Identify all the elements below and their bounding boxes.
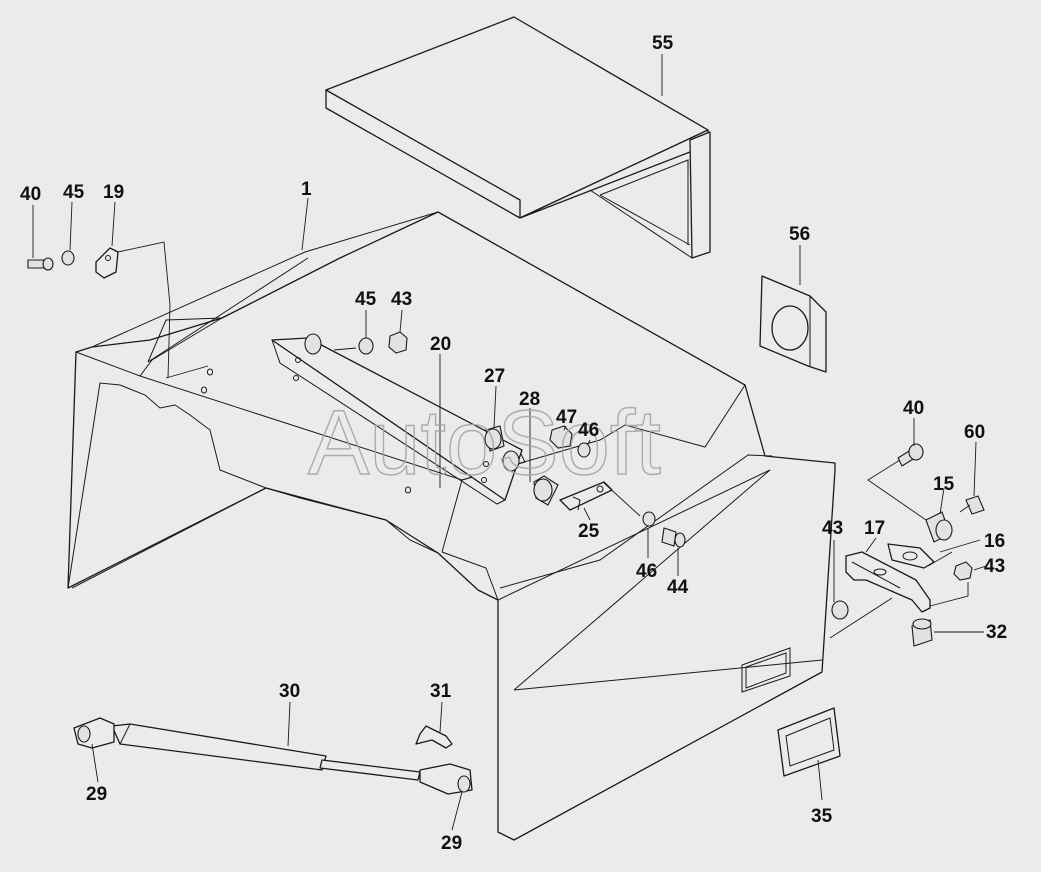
bumper-32 (911, 618, 933, 647)
strut-end-29-left (73, 717, 115, 749)
bushing-27 (484, 425, 505, 452)
callout-43-top: 43 (391, 289, 412, 310)
callout-46-upper: 46 (578, 420, 599, 441)
callout-15: 15 (933, 474, 955, 495)
callout-25: 25 (578, 521, 600, 542)
callout-40-right: 40 (903, 398, 924, 419)
leader-lines (32, 54, 987, 831)
callout-17: 17 (864, 518, 885, 539)
callout-29-left: 29 (86, 784, 107, 805)
callout-labels: 55 56 40 45 19 1 45 43 20 27 28 47 46 25… (20, 33, 1007, 854)
key-60 (965, 495, 985, 515)
callout-46-lower: 46 (636, 561, 657, 582)
callout-44: 44 (667, 577, 689, 598)
mesh-platform-part (325, 16, 711, 259)
callout-55: 55 (652, 33, 674, 54)
washer-46-upper (577, 442, 591, 458)
callout-31: 31 (430, 681, 452, 702)
callout-28: 28 (519, 389, 540, 410)
callout-1: 1 (301, 179, 312, 200)
callout-20: 20 (430, 334, 451, 355)
nut-43-right (953, 561, 973, 581)
callout-40-left: 40 (20, 184, 41, 205)
callout-43-left: 43 (822, 518, 843, 539)
callout-35: 35 (811, 806, 833, 827)
nut-43-top (388, 331, 408, 354)
callout-27: 27 (484, 366, 505, 387)
square-plate-part (759, 275, 827, 373)
strut-end-29-right (419, 763, 473, 795)
latch-bracket-17 (845, 551, 931, 613)
watermark-text: AutoSoft (308, 392, 661, 494)
handle-35 (777, 707, 841, 777)
washer-45-top (358, 337, 374, 355)
gas-strut-30 (111, 723, 421, 781)
callout-45-top: 45 (355, 289, 377, 310)
gasket-16 (887, 543, 935, 569)
nut-47 (549, 425, 573, 449)
bolt-40-left (27, 257, 54, 271)
plate-19 (95, 247, 119, 279)
bracket-bar-part (271, 333, 523, 505)
callout-32: 32 (986, 622, 1007, 643)
cam-lock-15 (925, 511, 953, 543)
callout-45-left: 45 (63, 182, 85, 203)
callout-60: 60 (964, 422, 985, 443)
hood-cover-part (67, 211, 836, 841)
clip-31 (415, 725, 453, 749)
bolt-44 (661, 527, 686, 548)
nut-43-left (831, 600, 849, 620)
callout-19: 19 (103, 182, 124, 203)
callout-43-right: 43 (984, 556, 1005, 577)
callout-30: 30 (279, 681, 300, 702)
callout-16: 16 (984, 531, 1005, 552)
callout-56: 56 (789, 224, 810, 245)
washer-46-lower (642, 511, 656, 527)
callout-47: 47 (556, 407, 577, 428)
spacer-28 (533, 475, 559, 506)
callout-29-right: 29 (441, 833, 462, 854)
bolt-40-right (897, 443, 924, 467)
washer-45-left (61, 250, 75, 266)
